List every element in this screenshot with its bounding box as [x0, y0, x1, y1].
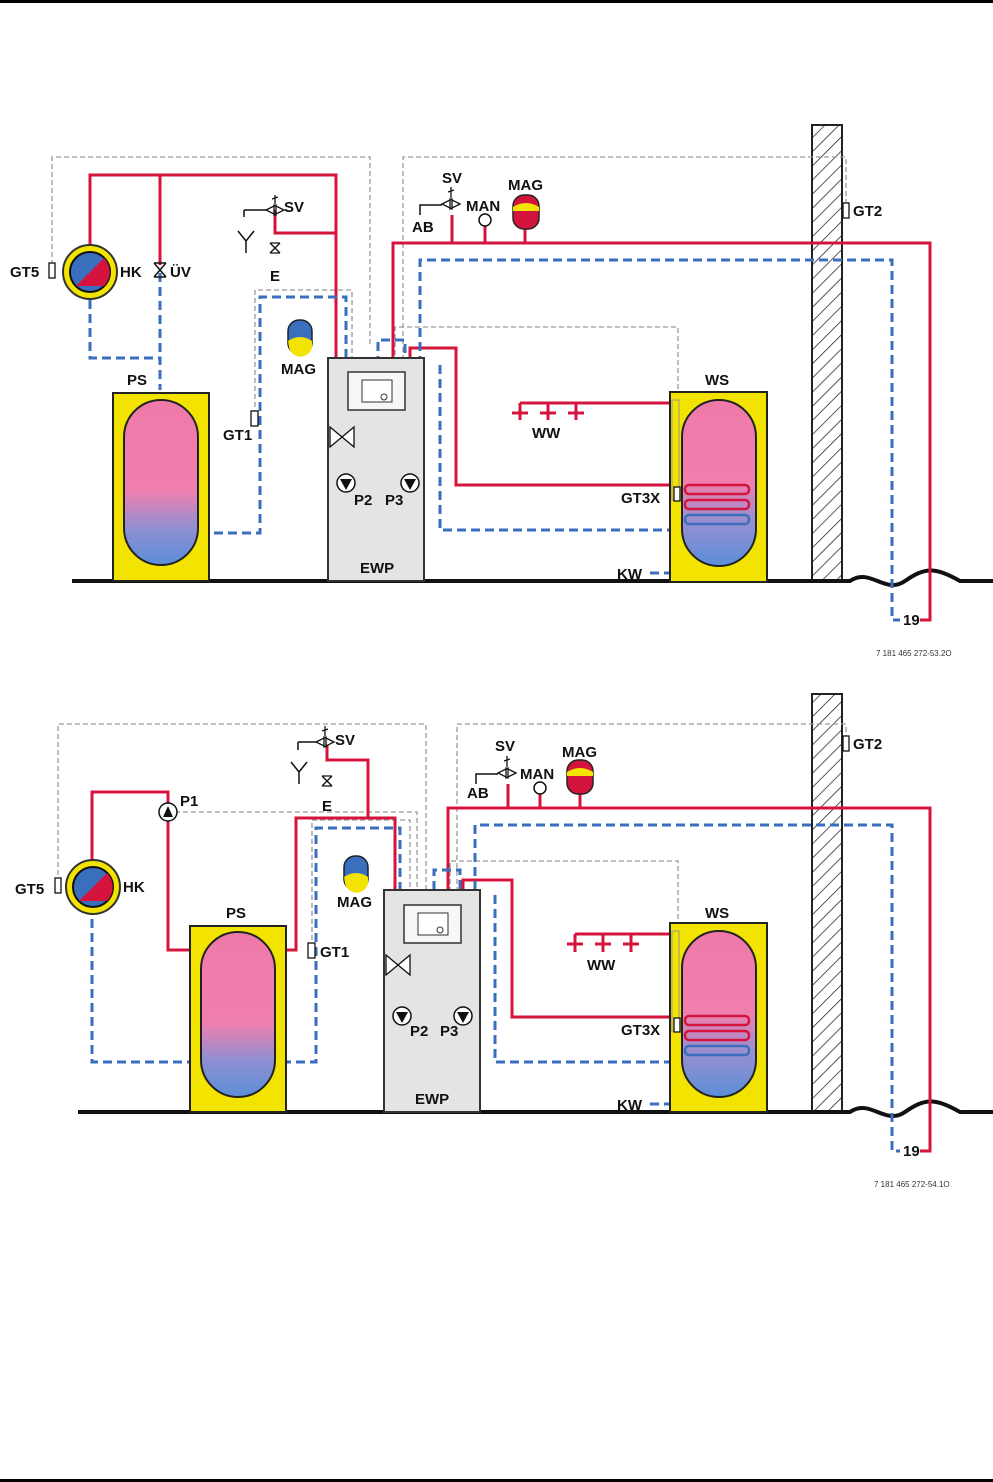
label-hk: HK [123, 879, 145, 896]
label-man: MAN [466, 198, 500, 215]
pump-p1-icon [159, 803, 177, 821]
installation-diagram-1: GT5 HK ÜV SV E MAG PS GT1 P2 P3 EWP SV A… [0, 115, 993, 675]
label-ww: WW [532, 425, 561, 442]
ww-taps [512, 403, 584, 420]
label-gt5: GT5 [10, 264, 39, 281]
expansion-vessel-left-icon [344, 856, 368, 893]
outer-wall [812, 125, 842, 581]
buffer-tank-ps [113, 393, 209, 581]
drain-valve-icon [322, 776, 332, 786]
electric-heat-pump-unit [328, 358, 424, 581]
expansion-vessel-right-icon [513, 195, 539, 229]
pump-p2-icon [337, 474, 355, 492]
label-ewp: EWP [415, 1091, 449, 1108]
safety-valve-left-icon [238, 195, 284, 253]
label-uv: ÜV [170, 264, 191, 281]
figure-code: 7 181 465 272-53.2O [876, 649, 952, 658]
heating-return-line [92, 905, 190, 1062]
label-ewp: EWP [360, 560, 394, 577]
hot-water-tank-ws [670, 392, 767, 582]
gt2-sensor-icon [843, 736, 849, 751]
label-gt2: GT2 [853, 203, 882, 220]
expansion-vessel-left-icon [288, 320, 312, 357]
label-19: 19 [903, 612, 920, 629]
label-ab: AB [412, 219, 434, 236]
label-p3: P3 [385, 492, 403, 509]
label-19: 19 [903, 1143, 920, 1160]
label-p2: P2 [410, 1023, 428, 1040]
label-e: E [270, 268, 280, 285]
label-gt1: GT1 [320, 944, 349, 961]
label-sv: SV [335, 732, 355, 749]
label-man: MAN [520, 766, 554, 783]
heating-return-line [90, 300, 160, 390]
safety-valve-right-icon [420, 187, 460, 215]
label-p3: P3 [440, 1023, 458, 1040]
label-gt1: GT1 [223, 427, 252, 444]
hot-water-tank-ws [670, 923, 767, 1112]
label-kw: KW [617, 566, 643, 583]
dhw-coil-flow-line [410, 348, 678, 485]
pump-p2-icon [393, 1007, 411, 1025]
label-kw: KW [617, 1097, 643, 1114]
control-wire-gt3x [450, 861, 678, 928]
label-ww: WW [587, 957, 616, 974]
ps-flow-line [282, 742, 368, 950]
gt5-sensor-icon [49, 263, 55, 278]
ww-taps [567, 934, 639, 952]
heating-circuit-icon [63, 245, 117, 299]
installation-diagram-2: GT5 HK P1 SV E MAG PS GT1 P2 P3 EWP SV A… [0, 680, 993, 1240]
label-mag-left: MAG [281, 361, 316, 378]
drain-valve-icon [270, 243, 280, 253]
label-ps: PS [127, 372, 147, 389]
gt1-sensor-icon [308, 943, 315, 958]
outdoor-flow-line [393, 243, 930, 620]
expansion-vessel-right-icon [567, 760, 593, 794]
label-ab: AB [467, 785, 489, 802]
diagram-2-svg: GT5 HK P1 SV E MAG PS GT1 P2 P3 EWP SV A… [0, 680, 993, 1240]
label-gt3x: GT3X [621, 490, 660, 507]
label-e: E [322, 798, 332, 815]
gt3x-sensor-icon [674, 1018, 680, 1032]
top-rule [0, 0, 993, 3]
label-p2: P2 [354, 492, 372, 509]
label-p1: P1 [180, 793, 198, 810]
label-gt3x: GT3X [621, 1022, 660, 1039]
buffer-tank-ps [190, 926, 286, 1112]
label-ws: WS [705, 372, 729, 389]
pump-p3-icon [401, 474, 419, 492]
label-hk: HK [120, 264, 142, 281]
label-sv: SV [284, 199, 304, 216]
outer-wall [812, 694, 842, 1112]
label-ps: PS [226, 905, 246, 922]
electric-heat-pump-unit [384, 890, 480, 1112]
label-gt5: GT5 [15, 881, 44, 898]
safety-valve-right-icon [476, 756, 516, 784]
label-ws: WS [705, 905, 729, 922]
control-wire-gt5 [58, 724, 426, 890]
heating-circuit-icon [66, 860, 120, 914]
gt5-sensor-icon [55, 878, 61, 893]
label-sv-right: SV [495, 738, 515, 755]
label-mag-left: MAG [337, 894, 372, 911]
floor-line [72, 571, 993, 586]
gt3x-sensor-icon [674, 487, 680, 501]
label-sv-right: SV [442, 170, 462, 187]
ps-return-line [200, 297, 346, 533]
gt2-sensor-icon [843, 203, 849, 218]
manometer-icon [534, 782, 546, 794]
label-gt2: GT2 [853, 736, 882, 753]
manometer-icon [479, 214, 491, 226]
label-mag-right: MAG [508, 177, 543, 194]
figure-code: 7 181 465 272-54.1O [874, 1180, 950, 1189]
control-wire-gt3x [395, 327, 678, 400]
label-mag-right: MAG [562, 744, 597, 761]
gt1-sensor-icon [251, 411, 258, 426]
diagram-1-svg: GT5 HK ÜV SV E MAG PS GT1 P2 P3 EWP SV A… [0, 115, 993, 675]
